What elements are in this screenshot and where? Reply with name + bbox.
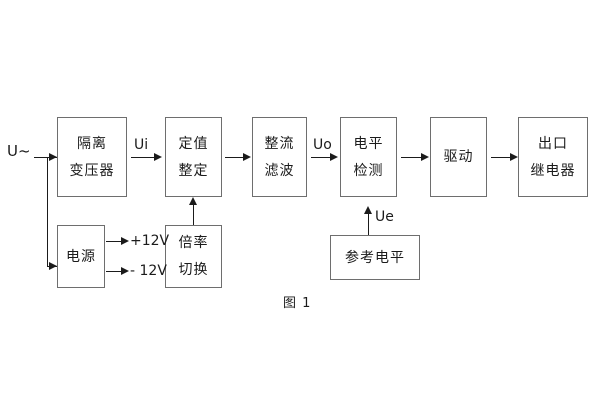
line-rectify-to-level-detect <box>311 157 332 158</box>
arrow-into-power-supply-icon <box>49 261 57 270</box>
block-isolation-transformer[interactable]: 隔离 变压器 <box>57 117 127 197</box>
line-transformer-to-setting <box>131 157 155 158</box>
block-setting-value-line2: 整定 <box>178 162 209 179</box>
line-multiplier-to-setting <box>193 205 194 225</box>
arrow-multiplier-to-setting-icon <box>188 197 197 205</box>
block-drive[interactable]: 驱动 <box>430 117 487 197</box>
block-drive-line1: 驱动 <box>443 149 474 165</box>
figure-caption: 图 1 <box>283 296 312 311</box>
block-reference-level[interactable]: 参考电平 <box>330 235 420 280</box>
block-level-detect-line2: 检测 <box>353 162 384 179</box>
signal-label-uo: Uo <box>313 137 332 153</box>
line-reference-to-level-detect <box>368 214 369 235</box>
block-rectify-filter-line2: 滤波 <box>264 162 295 179</box>
line-drive-to-output-relay <box>491 157 511 158</box>
block-multiplier-switch-line1: 倍率 <box>178 235 209 251</box>
input-bus-vertical-line <box>47 157 48 267</box>
block-multiplier-switch[interactable]: 倍率 切换 <box>165 225 222 288</box>
block-setting-value-line1: 定值 <box>178 135 209 152</box>
block-power-supply[interactable]: 电源 <box>57 225 105 288</box>
block-output-relay[interactable]: 出口 继电器 <box>518 117 588 197</box>
arrow-into-transformer-icon <box>49 152 57 161</box>
arrow-rail-negative-icon <box>121 266 129 275</box>
line-level-detect-to-drive <box>401 157 422 158</box>
block-isolation-transformer-line1: 隔离 <box>77 135 107 152</box>
arrow-rail-positive-icon <box>121 236 129 245</box>
line-setting-to-rectify <box>225 157 244 158</box>
arrow-drive-to-output-relay-icon <box>510 152 518 161</box>
block-reference-level-line1: 参考电平 <box>345 249 405 266</box>
arrow-reference-to-level-detect-icon <box>363 206 372 214</box>
rail-label-positive: +12V <box>130 233 170 249</box>
block-isolation-transformer-line2: 变压器 <box>69 162 115 179</box>
block-power-supply-line1: 电源 <box>66 248 96 265</box>
signal-label-ue: Ue <box>375 209 394 225</box>
block-output-relay-line2: 继电器 <box>530 162 576 179</box>
block-rectify-filter[interactable]: 整流 滤波 <box>252 117 307 197</box>
arrow-setting-to-rectify-icon <box>243 152 251 161</box>
input-lead-line <box>34 157 48 158</box>
block-level-detect[interactable]: 电平 检测 <box>340 117 397 197</box>
line-rail-positive <box>106 241 122 242</box>
block-level-detect-line1: 电平 <box>353 135 384 152</box>
rail-label-negative: - 12V <box>130 263 167 279</box>
arrow-level-detect-to-drive-icon <box>421 152 429 161</box>
arrow-rectify-to-level-detect-icon <box>330 152 338 161</box>
block-multiplier-switch-line2: 切换 <box>178 262 209 278</box>
line-rail-negative <box>106 271 122 272</box>
signal-label-ui: Ui <box>134 137 149 153</box>
block-setting-value[interactable]: 定值 整定 <box>165 117 222 197</box>
input-label-u: U~ <box>7 142 31 160</box>
arrow-transformer-to-setting-icon <box>154 152 162 161</box>
block-output-relay-line1: 出口 <box>538 135 568 152</box>
block-rectify-filter-line1: 整流 <box>264 135 295 152</box>
